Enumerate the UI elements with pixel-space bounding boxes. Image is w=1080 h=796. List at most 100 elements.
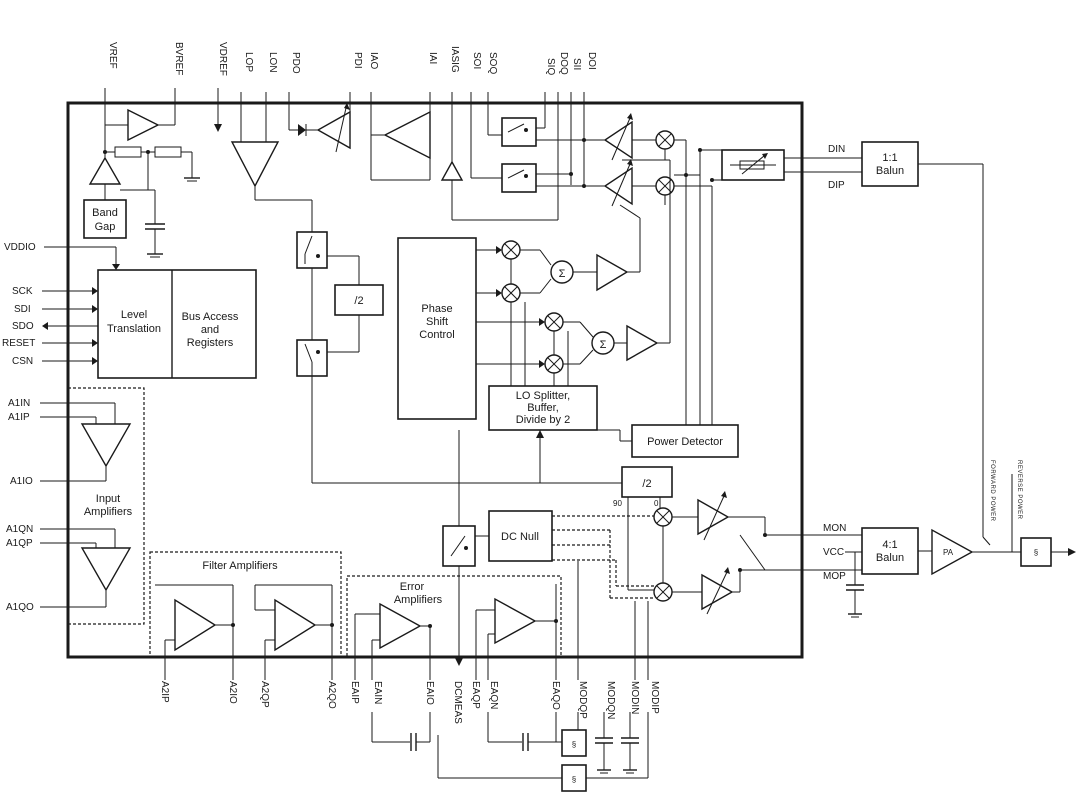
pin-bvref: BVREF — [173, 42, 184, 75]
pin-lon: LON — [267, 52, 278, 73]
rf-output-section: DIN DIP 1:1 Balun MON VCC MOP 4:1 Balun … — [823, 141, 1076, 618]
so-switches — [471, 117, 610, 193]
svg-text:1:1: 1:1 — [882, 152, 897, 164]
pin-sck: SCK — [12, 286, 33, 297]
pin-modqn: MODQN — [605, 681, 616, 719]
lo-divide-by-2-block — [334, 284, 384, 316]
lo-switch-upper — [296, 231, 328, 269]
filter-amplifier-q — [274, 598, 317, 652]
modulator-section: /2 90 0 — [552, 466, 862, 680]
output-filter — [1020, 537, 1052, 567]
resistor-2 — [154, 146, 182, 158]
pin-pdi: PDI — [352, 52, 363, 69]
svg-text:Error: Error — [400, 581, 425, 593]
svg-text:Band: Band — [92, 207, 118, 219]
balun-1to1 — [861, 141, 919, 187]
pin-a2qp: A2QP — [259, 681, 270, 708]
mod-divide-by-2-block — [621, 466, 673, 498]
left-pin-wires — [42, 246, 120, 365]
svg-text:Σ: Σ — [559, 268, 566, 280]
lo-input-amplifier — [230, 141, 280, 188]
svg-text:0: 0 — [654, 499, 659, 508]
ia-amplifier-section — [371, 110, 558, 221]
svg-text:Filter Amplifiers: Filter Amplifiers — [202, 560, 278, 572]
svg-text:Translation: Translation — [107, 323, 161, 335]
pin-sdo: SDO — [12, 321, 34, 332]
pin-eain: EAIN — [372, 681, 383, 704]
vref-section: Band Gap — [83, 108, 200, 258]
svg-text:REVERSE POWER: REVERSE POWER — [1016, 460, 1022, 520]
ps-amplifier-lower — [626, 324, 659, 362]
pin-doi: DOI — [586, 52, 597, 70]
svg-text:Balun: Balun — [876, 165, 904, 177]
pin-sdi: SDI — [14, 304, 31, 315]
mod-variable-amp-i — [697, 498, 730, 536]
pin-vcc: VCC — [823, 547, 844, 558]
pin-iasig: IASIG — [449, 46, 460, 73]
pin-soi: SOI — [471, 52, 482, 69]
svg-text:LO Splitter,: LO Splitter, — [516, 390, 570, 402]
pin-iai: IAI — [427, 52, 438, 64]
diode-icon — [298, 124, 306, 136]
pin-modqp: MODQP — [577, 681, 588, 719]
pin-pdo: PDO — [290, 52, 301, 74]
dcmeas-switch — [442, 525, 476, 567]
svg-text:Level: Level — [121, 309, 147, 321]
svg-text:Shift: Shift — [426, 316, 448, 328]
error-amplifier-q — [494, 597, 537, 645]
error-amplifier-i — [379, 602, 422, 650]
svg-text:Σ: Σ — [600, 339, 607, 351]
ps-amplifier-upper — [596, 253, 629, 292]
pin-vddio: VDDIO — [4, 242, 36, 253]
power-detector-section: Power Detector — [597, 424, 739, 458]
pin-sii: SII — [571, 58, 582, 70]
vdref-arrow-icon — [214, 124, 222, 132]
svg-text:Bus Access: Bus Access — [182, 311, 239, 323]
error-amplifiers-group: Error Amplifiers — [346, 561, 579, 680]
pin-a1in: A1IN — [8, 398, 30, 409]
pin-iao: IAO — [368, 52, 379, 69]
pin-modip: MODIP — [649, 681, 660, 714]
soi-switch — [501, 163, 537, 193]
balun-4to1 — [861, 527, 919, 575]
band-gap-block — [83, 199, 127, 239]
input-amplifier-i — [80, 423, 132, 468]
pin-lop: LOP — [243, 52, 254, 72]
svg-text:4:1: 4:1 — [882, 539, 897, 551]
filter-amplifiers-group: Filter Amplifiers — [149, 551, 342, 680]
pin-mop: MOP — [823, 571, 846, 582]
pin-a1io: A1IO — [10, 476, 33, 487]
filter-amplifier-i — [174, 598, 217, 652]
svg-text:Input: Input — [96, 493, 120, 505]
power-amplifier — [931, 528, 974, 576]
svg-text:Balun: Balun — [876, 552, 904, 564]
bottom-pin-labels: A2IP A2IO A2QP A2QO EAIP EAIN EAIO DCMEA… — [159, 681, 660, 724]
control-block — [97, 269, 257, 379]
left-pin-labels: VDDIO SCK SDI SDO RESET CSN A1IN A1IP A1… — [2, 242, 36, 613]
pin-dcmeas: DCMEAS — [452, 681, 463, 724]
pin-mon: MON — [823, 523, 846, 534]
pin-a1ip: A1IP — [8, 412, 30, 423]
phase-shift-section: Phase Shift Control Σ Σ — [397, 159, 671, 431]
input-amplifiers-group: Input Amplifiers — [40, 387, 145, 625]
svg-text:Power Detector: Power Detector — [647, 436, 723, 448]
pin-din: DIN — [828, 144, 845, 155]
pin-a1qp: A1QP — [6, 538, 33, 549]
pin-csn: CSN — [12, 356, 33, 367]
pin-eaqn: EAQN — [488, 681, 499, 709]
pin-reset: RESET — [2, 338, 35, 349]
pin-a1qn: A1QN — [6, 524, 33, 535]
pin-dip: DIP — [828, 180, 845, 191]
pdi-amplifier — [316, 110, 351, 150]
svg-text:Amplifiers: Amplifiers — [84, 506, 133, 518]
pin-eaip: EAIP — [349, 681, 360, 704]
filter-modq — [561, 729, 587, 757]
lo-splitter-block — [488, 385, 598, 431]
svg-text:Gap: Gap — [95, 221, 116, 233]
power-detect-io — [289, 103, 351, 153]
svg-text:Buffer,: Buffer, — [527, 402, 559, 414]
demod-section — [603, 113, 862, 425]
pin-vdref: VDREF — [217, 42, 228, 76]
pin-eaqo: EAQO — [550, 681, 561, 710]
